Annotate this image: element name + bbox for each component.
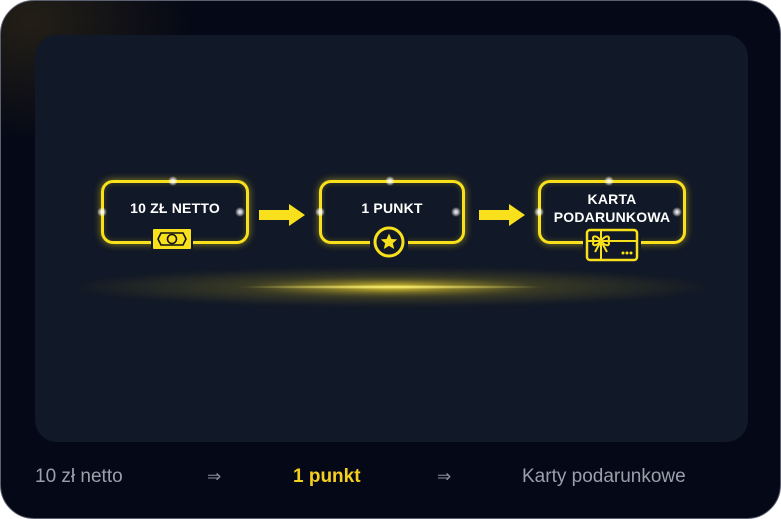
sparkle: [97, 207, 107, 217]
footer-separator: ⇒: [207, 467, 222, 486]
conversion-diagram: 10 ZŁ NETTO 1 PUNKT: [35, 35, 748, 442]
step-label-gift-card: KARTA PODARUNKOWA: [554, 190, 671, 226]
sparkle: [315, 207, 325, 217]
step-label-points: 1 PUNKT: [361, 200, 423, 216]
sparkle: [385, 176, 395, 186]
star-coin-icon: [370, 224, 408, 260]
footer-steps: 10 zł netto ⇒ 1 punkt ⇒ Karty podarunkow…: [1, 453, 780, 503]
sparkle: [604, 176, 614, 186]
glow-core: [235, 285, 548, 289]
arrow-right-icon: [479, 204, 525, 226]
sparkle: [534, 207, 544, 217]
banknote-icon: [151, 228, 193, 250]
step-label-money: 10 ZŁ NETTO: [130, 200, 220, 216]
arrow-right-icon: [259, 204, 305, 226]
footer-separator: ⇒: [437, 467, 452, 486]
sparkle: [672, 207, 682, 217]
footer-step-gift-cards: Karty podarunkowe: [522, 466, 686, 487]
step-label-line2: PODARUNKOWA: [553, 209, 671, 225]
sparkle: [168, 176, 178, 186]
gift-card-icon: [583, 226, 641, 264]
footer-step-points: 1 punkt: [293, 466, 361, 487]
sparkle: [451, 207, 461, 217]
step-label-line1: KARTA: [587, 191, 637, 207]
footer-step-money: 10 zł netto: [35, 466, 123, 487]
sparkle: [235, 207, 245, 217]
